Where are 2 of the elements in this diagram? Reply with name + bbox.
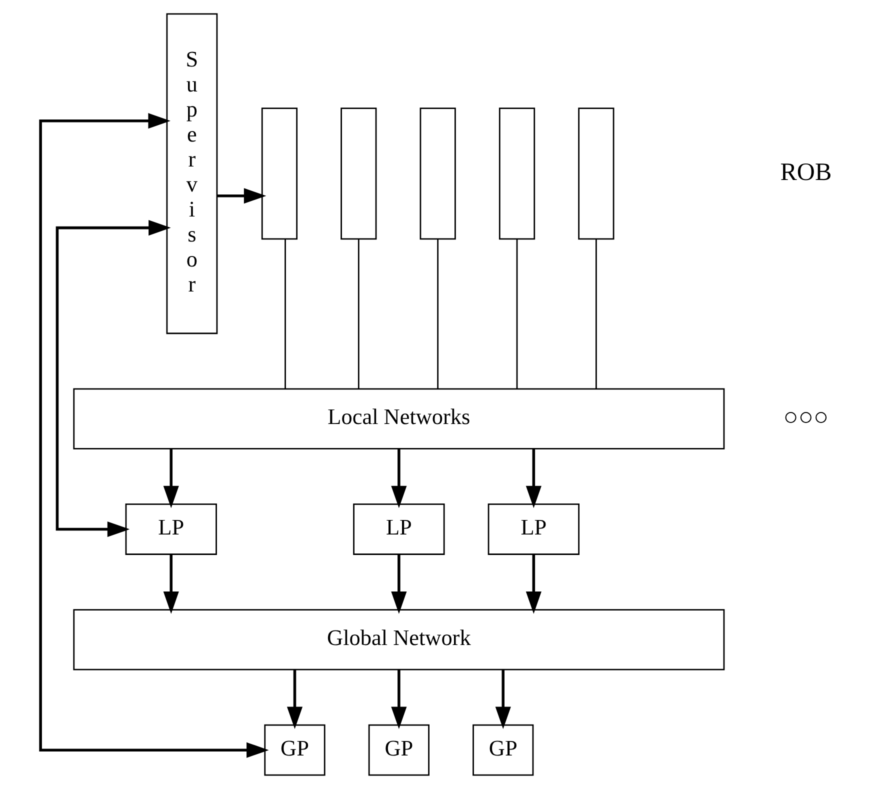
label: ○○○ — [783, 404, 829, 431]
label: ROB — [780, 158, 832, 186]
